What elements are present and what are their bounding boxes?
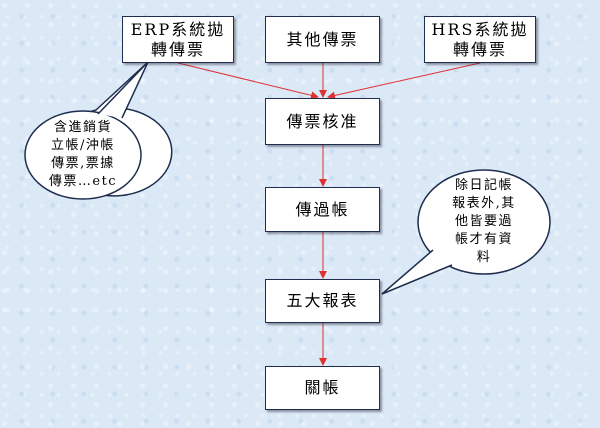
hrs-voucher-box: HRS系統拋 轉傳票	[424, 16, 536, 63]
posting-box: 傳過帳	[265, 187, 380, 232]
left-callout-tail	[97, 61, 149, 119]
close-books-label: 關帳	[304, 378, 341, 397]
right-callout-text: 除日記帳 報表外,其 他皆要過 帳才有資 料	[452, 178, 516, 265]
erp-voucher-box: ERP系統拋 轉傳票	[122, 16, 234, 63]
five-reports-label: 五大報表	[286, 291, 359, 310]
close-books-box: 關帳	[265, 366, 380, 410]
right-callout-body	[417, 169, 551, 275]
left-callout-text: 含進銷貨 立帳/沖帳 傳票,票據 傳票…etc	[48, 120, 118, 189]
voucher-approval-box: 傳票核准	[265, 98, 380, 145]
left-callout-body	[24, 110, 142, 200]
arrow-erp-to-approve	[177, 62, 319, 100]
five-reports-box: 五大報表	[265, 279, 380, 323]
other-voucher-box: 其他傳票	[265, 16, 380, 63]
hrs-voucher-label: HRS系統拋 轉傳票	[431, 19, 529, 59]
erp-voucher-label: ERP系統拋 轉傳票	[130, 19, 226, 59]
other-voucher-label: 其他傳票	[286, 29, 359, 49]
arrow-hrs-to-approve	[327, 62, 481, 100]
voucher-approval-label: 傳票核准	[286, 111, 359, 131]
right-callout-tail	[381, 249, 453, 295]
posting-label: 傳過帳	[295, 199, 350, 219]
